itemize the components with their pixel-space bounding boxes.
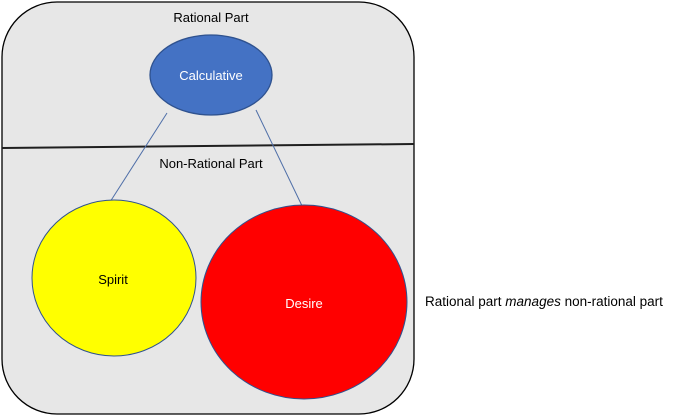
spirit-node (31, 199, 197, 357)
region-divider (1, 143, 415, 149)
connector-calculative-desire (255, 109, 305, 211)
note-suffix: non-rational part (560, 294, 663, 309)
note-emphasis: manages (505, 294, 561, 309)
relationship-note: Rational part manages non-rational part (425, 294, 663, 309)
spirit-label: Spirit (98, 272, 128, 287)
non-rational-part-label: Non-Rational Part (159, 156, 263, 171)
connector-calculative-spirit (109, 112, 168, 203)
desire-node (200, 204, 408, 400)
calculative-node (149, 34, 273, 116)
note-prefix: Rational part (425, 294, 506, 309)
calculative-label: Calculative (179, 68, 243, 83)
desire-label: Desire (285, 296, 323, 311)
rational-part-label: Rational Part (173, 10, 249, 25)
